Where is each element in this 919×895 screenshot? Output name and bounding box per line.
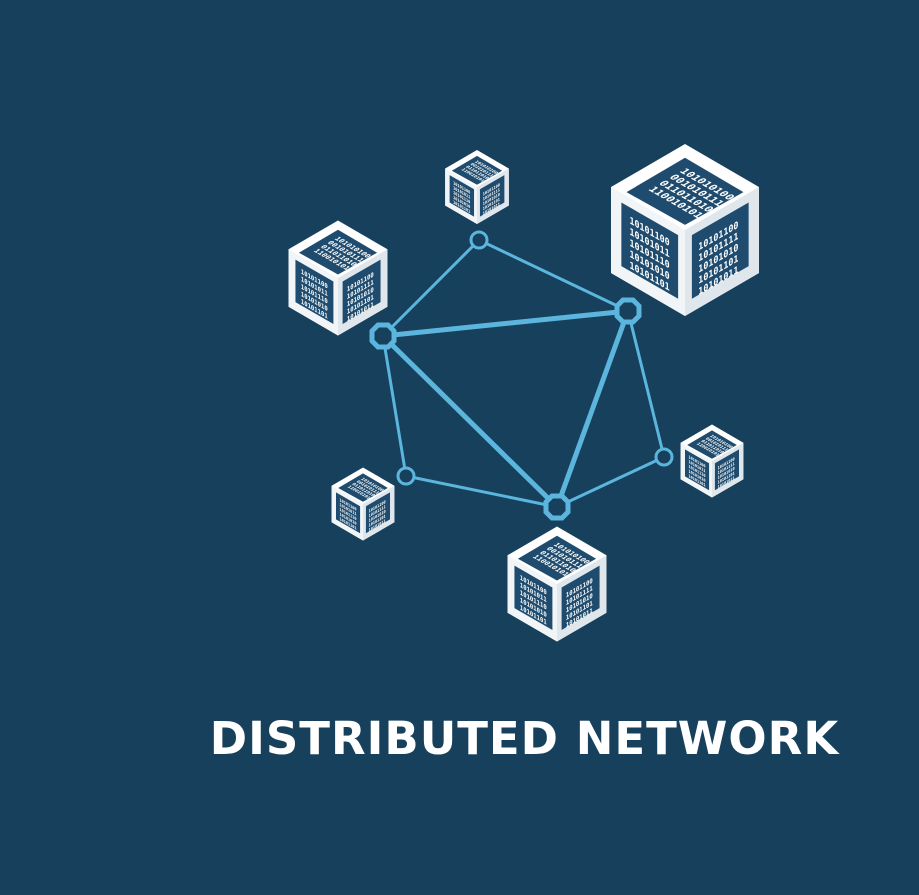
cube-server-top-small	[445, 150, 509, 224]
link-main-left-to-main-right	[380, 308, 631, 339]
network-links	[380, 238, 666, 510]
link-main-left-to-main-bottom	[380, 333, 560, 510]
cube-server-lower-left-small	[331, 467, 395, 541]
node-top	[469, 230, 489, 250]
link-lower-left-to-main-bottom	[404, 474, 559, 509]
link-right-to-main-bottom	[555, 455, 666, 509]
node-main-left	[369, 322, 397, 350]
link-top-to-main-right	[477, 238, 630, 313]
node-right	[654, 447, 674, 467]
link-main-right-to-right	[626, 309, 666, 459]
cube-server-top-right-large	[611, 144, 759, 316]
cube-server-top-left	[288, 220, 388, 336]
cube-server-bottom	[507, 526, 607, 642]
node-main-right	[614, 297, 642, 325]
node-lower-left	[396, 466, 416, 486]
link-main-left-to-lower-left	[381, 334, 408, 478]
node-main-bottom	[543, 493, 571, 521]
network-nodes	[369, 230, 674, 521]
link-main-right-to-main-bottom	[554, 308, 631, 510]
cube-server-right-small	[680, 424, 744, 498]
link-main-left-to-top	[381, 238, 481, 338]
diagram-title: DISTRIBUTED NETWORK	[209, 712, 840, 765]
